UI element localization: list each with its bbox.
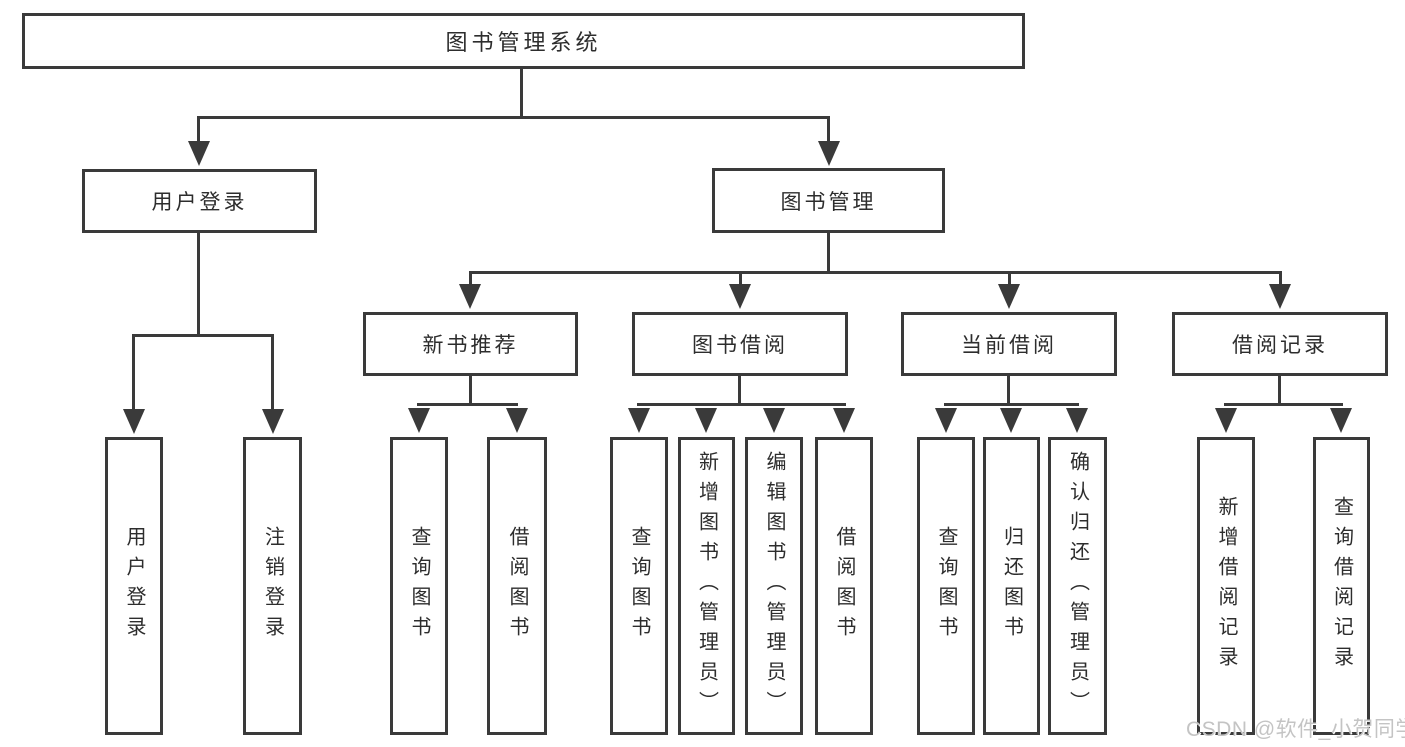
leaf-query-books-recommend: 查询图书 (390, 437, 448, 735)
leaf-query-borrow-record: 查询借阅记录 (1313, 437, 1370, 735)
arrow-down-icon (506, 408, 528, 433)
connector-level3-rail (469, 271, 1282, 274)
arrow-down-icon (459, 284, 481, 309)
arrow-down-icon (998, 284, 1020, 309)
watermark: CSDN @软件_小贺同学 (1186, 718, 1405, 741)
arrow-down-icon (1066, 408, 1088, 433)
connector-drop (1279, 274, 1282, 286)
leaf-query-books-current: 查询图书 (917, 437, 975, 735)
connector-stem (1007, 376, 1010, 406)
leaf-query-books-borrow: 查询图书 (610, 437, 668, 735)
connector-stem (197, 233, 200, 336)
node-book-management: 图书管理 (712, 168, 945, 233)
arrow-down-icon (729, 284, 751, 309)
arrow-down-icon (628, 408, 650, 433)
arrow-down-icon (818, 141, 840, 166)
connector-drop (469, 274, 472, 286)
node-new-book-recommend: 新书推荐 (363, 312, 578, 376)
connector-rail (132, 334, 274, 337)
connector-drop (271, 337, 274, 410)
arrow-down-icon (408, 408, 430, 433)
leaf-add-borrow-record: 新增借阅记录 (1197, 437, 1255, 735)
connector-drop (827, 119, 830, 143)
arrow-down-icon (123, 409, 145, 434)
connector-drop (132, 337, 135, 410)
arrow-down-icon (262, 409, 284, 434)
connector-level2-rail (197, 116, 830, 119)
leaf-user-login: 用户登录 (105, 437, 163, 735)
node-library-management-system: 图书管理系统 (22, 13, 1025, 69)
connector-rail (1224, 403, 1343, 406)
connector-drop (197, 119, 200, 143)
arrow-down-icon (1000, 408, 1022, 433)
connector-stem (1278, 376, 1281, 406)
leaf-add-books-admin: 新增图书（管理员） (678, 437, 735, 735)
leaf-borrow-books: 借阅图书 (815, 437, 873, 735)
connector-rail (944, 403, 1079, 406)
arrow-down-icon (1215, 408, 1237, 433)
node-user-login: 用户登录 (82, 169, 317, 233)
node-book-borrowing: 图书借阅 (632, 312, 848, 376)
connector-stem (738, 376, 741, 406)
connector-drop (1008, 274, 1011, 286)
node-borrowing-records: 借阅记录 (1172, 312, 1388, 376)
leaf-borrow-books-recommend: 借阅图书 (487, 437, 547, 735)
leaf-return-books: 归还图书 (983, 437, 1040, 735)
arrow-down-icon (1269, 284, 1291, 309)
arrow-down-icon (935, 408, 957, 433)
leaf-edit-books-admin: 编辑图书（管理员） (745, 437, 803, 735)
connector-stem (469, 376, 472, 406)
arrow-down-icon (188, 141, 210, 166)
arrow-down-icon (763, 408, 785, 433)
connector-rail (637, 403, 846, 406)
arrow-down-icon (833, 408, 855, 433)
node-current-borrowing: 当前借阅 (901, 312, 1117, 376)
connector-root-stem (520, 69, 523, 117)
connector-rail (417, 403, 518, 406)
arrow-down-icon (695, 408, 717, 433)
arrow-down-icon (1330, 408, 1352, 433)
leaf-logout: 注销登录 (243, 437, 302, 735)
connector-stem (827, 233, 830, 273)
connector-drop (739, 274, 742, 286)
leaf-confirm-return-admin: 确认归还（管理员） (1048, 437, 1107, 735)
